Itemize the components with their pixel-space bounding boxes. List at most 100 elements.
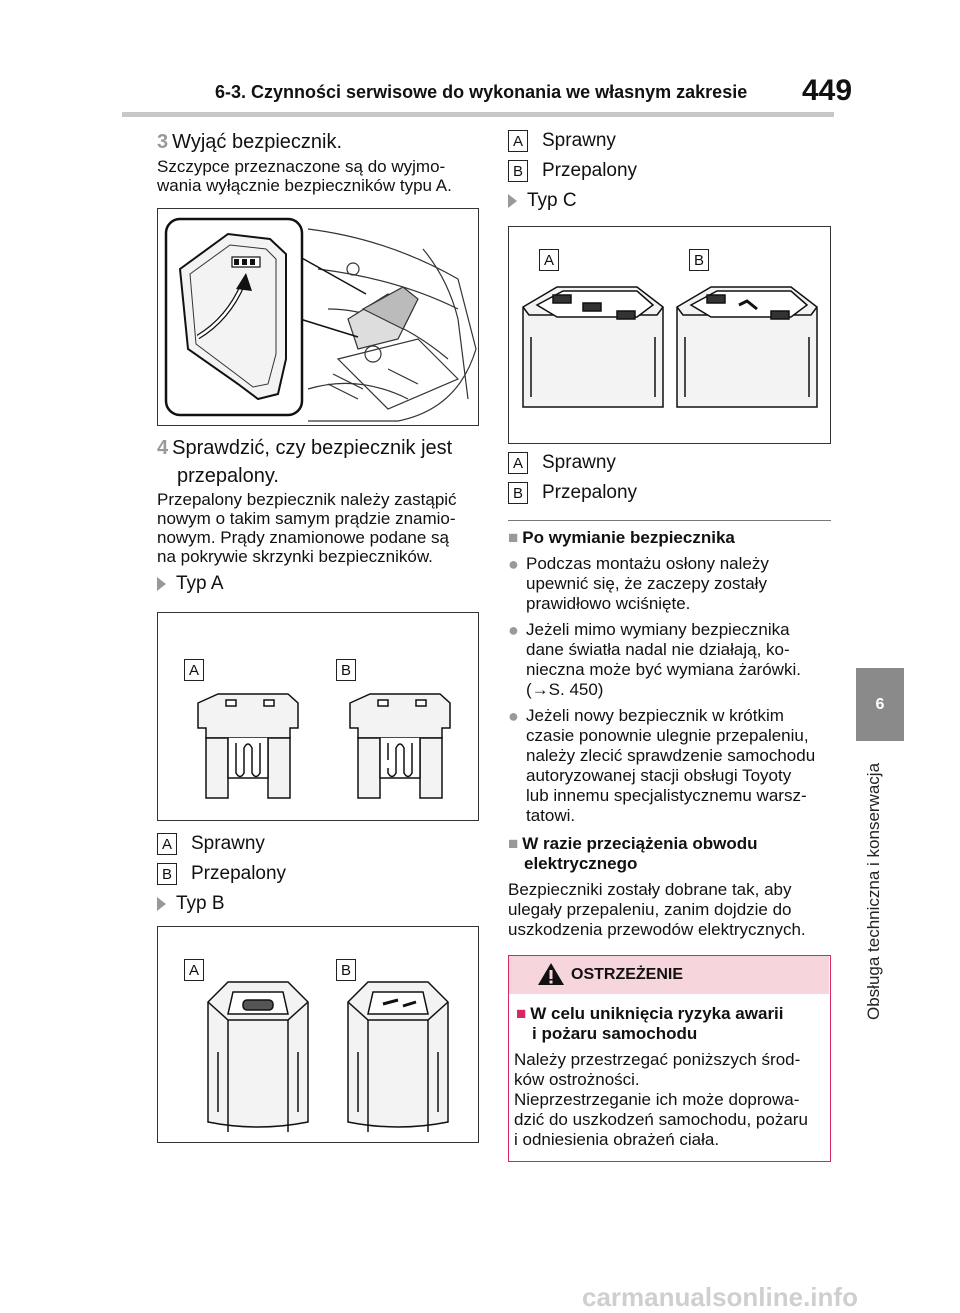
step-4-note: Przepalony bezpiecznik należy zastąpić n…: [157, 490, 457, 566]
label-b: B: [157, 863, 177, 885]
bullet-line: Jeżeli mimo wymiany bezpiecznika: [526, 620, 790, 639]
label-b: B: [508, 482, 528, 504]
label-a: A: [184, 659, 204, 681]
bullet-3: ● Jeżeli nowy bezpiecznik w krótkim czas…: [508, 706, 838, 826]
step-number: 3: [157, 131, 169, 153]
step-text-cont: przepalony.: [177, 465, 279, 487]
label-b: B: [336, 959, 356, 981]
warning-subtitle-line: i pożaru samochodu: [532, 1024, 698, 1043]
overload-title: ■W razie przeciążenia obwodu elektryczne…: [508, 834, 758, 874]
type-b-heading: Typ B: [157, 893, 225, 915]
bullet-line: tatowi.: [526, 806, 576, 825]
type-c-fuses-drawing: [522, 286, 818, 408]
page-reference-link[interactable]: (→S. 450): [526, 680, 604, 699]
warning-box: [508, 955, 831, 1162]
subsection-title-cont: elektrycznego: [524, 854, 638, 873]
page-number: 449: [802, 74, 853, 107]
chapter-vertical-title: Obsługa techniczna i konserwacja: [864, 762, 883, 1020]
type-c-fuse-illustration: A B: [508, 226, 831, 444]
warning-triangle-icon: [538, 963, 564, 985]
type-a-heading: Typ A: [157, 573, 224, 595]
warning-line: i odniesienia obrażeń ciała.: [514, 1130, 720, 1149]
note-line: wania wyłącznie bezpieczników typu A.: [157, 176, 452, 195]
warning-line: Nieprzestrzeganie ich może doprowa-: [514, 1090, 800, 1109]
chapter-tab: 6: [856, 668, 904, 741]
warning-subtitle: ■W celu uniknięcia ryzyka awarii i pożar…: [516, 1004, 784, 1044]
text-line: ulegały przepaleniu, zanim dojdzie do: [508, 900, 792, 919]
step-3-note: Szczypce przeznaczone są do wyjmo- wania…: [157, 157, 452, 195]
note-line: Szczypce przeznaczone są do wyjmo-: [157, 157, 446, 176]
bullet-2: ● Jeżeli mimo wymiany bezpiecznika dane …: [508, 620, 838, 700]
chapter-number: 6: [875, 695, 885, 713]
bullet-line: należy zlecić sprawdzenie samochodu: [526, 746, 816, 765]
label-a: A: [184, 959, 204, 981]
bullet-line: upewnić się, że zaczepy zostały: [526, 574, 767, 593]
bullet-line: autoryzowanej stacji obsługi Toyoty: [526, 766, 792, 785]
bullet-line: lub innemu specjalistycznemu warsz-: [526, 786, 807, 805]
note-line: Przepalony bezpiecznik należy zastąpić: [157, 490, 457, 509]
text-line: Bezpieczniki zostały dobrane tak, aby: [508, 880, 792, 899]
subsection-title: W razie przeciążenia obwodu: [522, 834, 758, 853]
legend-text: Przepalony: [542, 160, 638, 181]
type-a-fuse-illustration: A B: [157, 612, 479, 821]
type-label: Typ B: [176, 893, 225, 914]
legend-b-type-c: B Przepalony: [508, 482, 637, 504]
legend-a-type-a: A Sprawny: [157, 833, 265, 855]
circle-bullet-icon: ●: [508, 554, 519, 574]
legend-text: Sprawny: [542, 130, 616, 151]
note-line: nowym o takim samym prądzie znamio-: [157, 509, 456, 528]
triangle-bullet-icon: [508, 194, 517, 208]
label-a: A: [508, 452, 528, 474]
bullet-line: Jeżeli nowy bezpiecznik w krótkim: [526, 706, 784, 725]
legend-a-type-c: A Sprawny: [508, 452, 616, 474]
type-b-fuses-drawing: [207, 981, 449, 1132]
square-bullet-icon: ■: [508, 528, 519, 547]
header-rule: [122, 112, 834, 117]
legend-text: Sprawny: [191, 833, 265, 854]
legend-b-top: B Przepalony: [508, 160, 637, 182]
step-number: 4: [157, 437, 169, 459]
legend-text: Przepalony: [542, 482, 638, 503]
overload-text: Bezpieczniki zostały dobrane tak, aby ul…: [508, 880, 806, 940]
square-bullet-icon: ■: [508, 834, 519, 853]
fuse-box-cover-illustration: [157, 208, 479, 426]
type-label: Typ A: [176, 573, 224, 594]
label-b: B: [689, 249, 709, 271]
circle-bullet-icon: ●: [508, 620, 519, 640]
legend-a-top: A Sprawny: [508, 130, 616, 152]
warning-header: OSTRZEŻENIE: [509, 956, 829, 994]
fuse-box-cover-drawing: [164, 217, 477, 422]
watermark: carmanualsonline.info: [582, 1282, 858, 1312]
label-a: A: [157, 833, 177, 855]
subsection-title: Po wymianie bezpiecznika: [522, 528, 735, 547]
step-text: Wyjąć bezpiecznik.: [172, 131, 343, 153]
section-divider: [508, 520, 831, 521]
label-b: B: [336, 659, 356, 681]
label-a: A: [508, 130, 528, 152]
after-replacement-title: ■Po wymianie bezpiecznika: [508, 528, 735, 548]
label-b: B: [508, 160, 528, 182]
warning-line: dzić do uszkodzeń samochodu, pożaru: [514, 1110, 808, 1129]
bullet-line: nieczna może być wymiana żarówki.: [526, 660, 801, 679]
legend-text: Sprawny: [542, 452, 616, 473]
step-text: Sprawdzić, czy bezpiecznik jest: [172, 437, 453, 459]
label-a: A: [539, 249, 559, 271]
type-label: Typ C: [527, 190, 577, 211]
triangle-bullet-icon: [157, 897, 166, 911]
warning-title: OSTRZEŻENIE: [571, 966, 684, 983]
bullet-line: Podczas montażu osłony należy: [526, 554, 769, 573]
note-line: nowym. Prądy znamionowe podane są: [157, 528, 449, 547]
text-line: uszkodzenia przewodów elektrycznych.: [508, 920, 806, 939]
square-bullet-icon: ■: [516, 1004, 527, 1023]
bullet-line: dane światła nadal nie działają, ko-: [526, 640, 790, 659]
type-c-heading: Typ C: [508, 190, 577, 212]
warning-text: Należy przestrzegać poniższych środ- ków…: [514, 1050, 808, 1150]
type-a-fuses-drawing: [197, 693, 451, 799]
bullet-1: ● Podczas montażu osłony należy upewnić …: [508, 554, 838, 614]
triangle-bullet-icon: [157, 577, 166, 591]
warning-subtitle-line: W celu uniknięcia ryzyka awarii: [530, 1004, 784, 1023]
warning-line: Należy przestrzegać poniższych środ-: [514, 1050, 801, 1069]
